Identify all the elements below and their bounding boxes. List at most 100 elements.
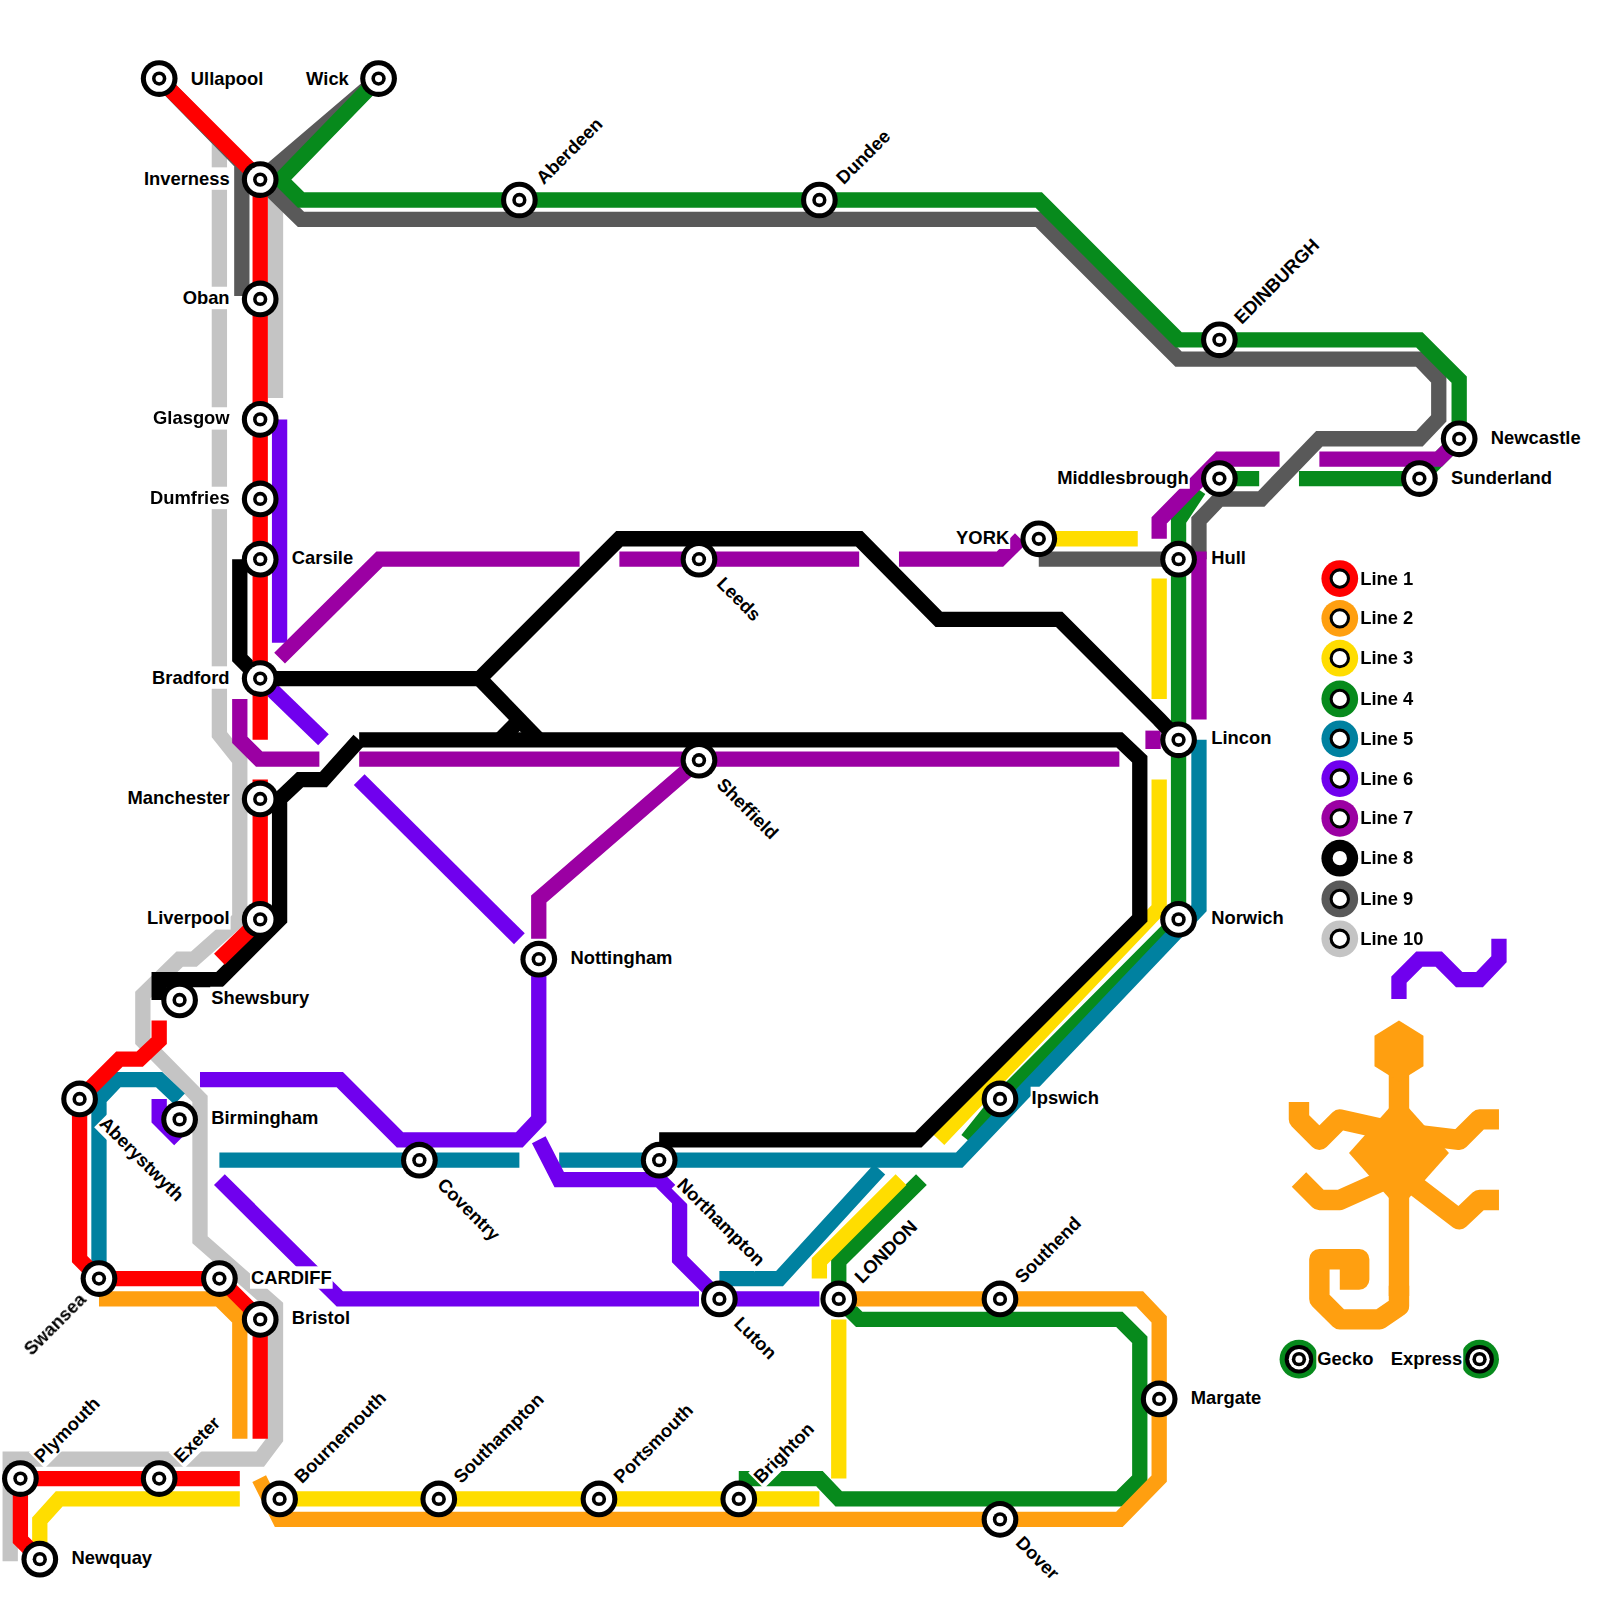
route-line <box>539 1140 820 1299</box>
station-marker <box>1295 1356 1302 1363</box>
station-marker <box>172 993 186 1007</box>
station-marker <box>1171 912 1185 926</box>
station-marker <box>652 1153 666 1167</box>
station-marker <box>1216 475 1223 482</box>
station-marker <box>1141 1381 1178 1418</box>
route-line <box>259 1299 1159 1519</box>
station-label: Ullapool <box>190 67 264 89</box>
station-label: Bristol <box>291 1307 351 1329</box>
station-marker <box>253 412 267 426</box>
station-marker <box>257 916 264 923</box>
station-marker <box>172 1112 186 1126</box>
station-marker <box>253 492 267 506</box>
swatch-marker <box>1330 768 1350 788</box>
station-marker <box>735 1495 742 1502</box>
station-marker <box>692 753 706 767</box>
station-marker <box>257 176 264 183</box>
station-marker <box>257 1316 264 1323</box>
legend-text: Line 7 <box>1360 807 1413 829</box>
station-marker <box>253 292 267 306</box>
station-marker <box>701 1281 738 1318</box>
route-line <box>240 539 1179 740</box>
station-marker <box>242 541 279 578</box>
route-line <box>359 740 1140 1140</box>
station-marker <box>1160 541 1197 578</box>
station-marker <box>832 1292 846 1306</box>
station-marker <box>532 952 546 966</box>
station-label: Newquay <box>70 1547 153 1569</box>
station-marker <box>86 1265 113 1292</box>
station-marker <box>1212 471 1226 485</box>
swatch-marker <box>1330 808 1350 828</box>
station-marker <box>247 286 274 313</box>
station-label: Shewsbury <box>210 987 310 1009</box>
station-marker <box>7 1465 34 1492</box>
station-marker <box>27 1546 54 1573</box>
route-line <box>359 752 1119 767</box>
station-label: Carsile <box>291 547 354 569</box>
route-line <box>10 79 275 1562</box>
station-marker <box>242 901 279 938</box>
station-marker <box>1160 901 1197 938</box>
station-marker <box>72 1092 86 1106</box>
station-label: Manchester <box>127 787 231 809</box>
station-marker <box>152 71 166 85</box>
station-marker <box>176 1116 183 1123</box>
station-marker <box>61 1081 98 1118</box>
station-marker <box>1212 333 1226 347</box>
station-marker <box>512 193 526 207</box>
station-marker <box>1285 1345 1314 1374</box>
station-marker <box>1456 435 1463 442</box>
station-marker <box>1165 727 1192 754</box>
legend-text: Line 6 <box>1360 767 1413 789</box>
station-marker <box>732 1492 746 1506</box>
station-marker <box>982 1081 1019 1118</box>
station-marker <box>17 1475 24 1482</box>
station-marker <box>1465 1345 1494 1374</box>
station-marker <box>695 757 702 764</box>
station-marker <box>365 65 392 92</box>
station-marker <box>646 1147 673 1174</box>
legend-text: Line 2 <box>1360 607 1413 629</box>
swatch-marker <box>1330 568 1350 588</box>
station-marker <box>820 1281 857 1318</box>
station-marker <box>996 1095 1003 1102</box>
station-marker <box>526 946 553 973</box>
station-marker <box>826 1286 853 1313</box>
station-marker <box>416 1157 423 1164</box>
legend-swatch <box>1321 680 1358 717</box>
legend-text: Line 5 <box>1360 727 1413 749</box>
station-label: Hull <box>1210 547 1247 569</box>
station-label: Luton <box>729 1311 782 1364</box>
station-marker <box>95 1275 102 1282</box>
station-marker <box>435 1495 442 1502</box>
station-label: Gecko <box>1316 1348 1374 1370</box>
route-line <box>719 1169 879 1278</box>
route-line <box>1179 559 1199 719</box>
station-marker <box>242 281 279 318</box>
legend-text: Line 3 <box>1360 647 1413 669</box>
route-line <box>1039 552 1179 567</box>
station-marker <box>156 75 163 82</box>
station-marker <box>81 1260 118 1297</box>
route-line <box>240 699 320 759</box>
station-marker <box>21 1541 58 1578</box>
station-marker <box>166 987 193 1014</box>
station-marker <box>520 941 557 978</box>
station-marker <box>401 1142 438 1179</box>
station-marker <box>2 1460 39 1497</box>
station-marker <box>146 1465 173 1492</box>
station-marker <box>247 546 274 573</box>
station-label: Oban <box>182 287 231 309</box>
route-line <box>739 1180 1140 1499</box>
station-marker <box>242 1301 279 1338</box>
station-marker <box>166 1106 193 1133</box>
station-marker <box>1160 721 1197 758</box>
station-marker <box>360 60 397 97</box>
station-marker <box>812 193 826 207</box>
station-marker <box>716 1295 723 1302</box>
station-marker <box>1201 321 1238 358</box>
station-marker <box>1171 733 1185 747</box>
swatch-marker <box>1330 888 1350 908</box>
station-marker <box>247 406 274 433</box>
